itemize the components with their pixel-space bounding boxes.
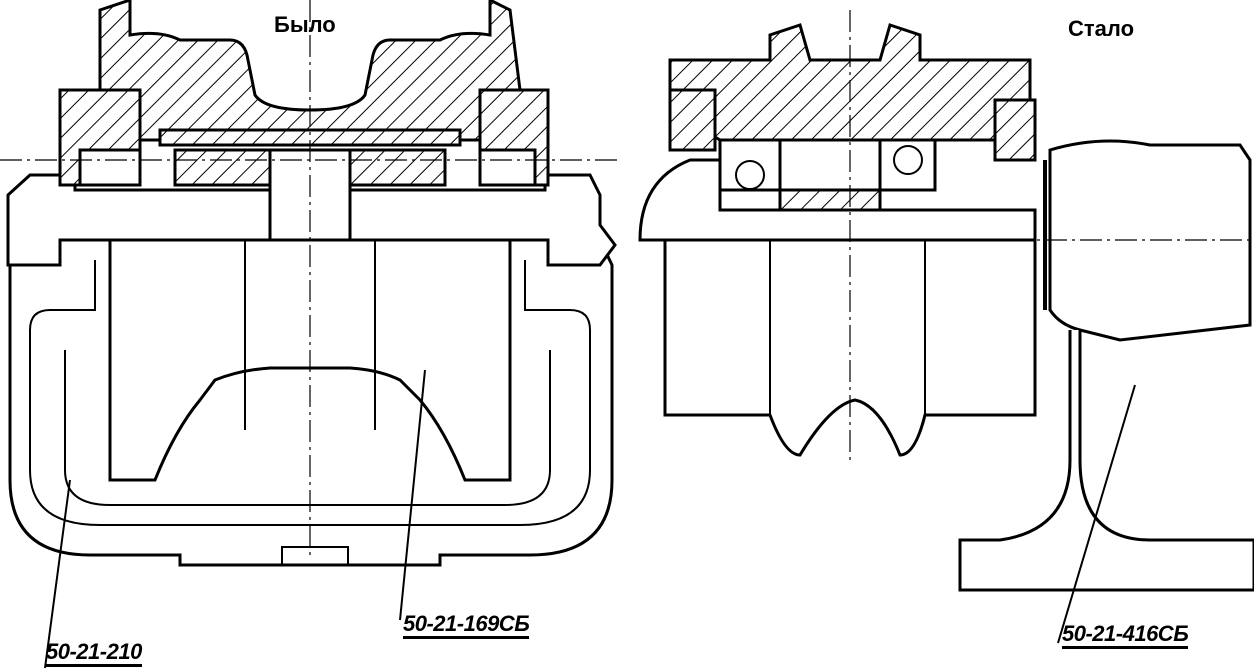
new-shaft <box>638 158 1037 242</box>
title-before: Было <box>274 12 336 37</box>
title-after: Стало <box>1068 16 1135 41</box>
new-assembly <box>638 10 1254 644</box>
new-roller-body <box>663 238 1037 457</box>
part-label-roller-new: 50-21-416СБ <box>1062 622 1189 649</box>
old-assembly <box>0 0 620 669</box>
part-label-roller-old: 50-21-169СБ <box>403 612 530 639</box>
old-roller-rim <box>98 0 522 142</box>
part-label-bracket-old: 50-21-210 <box>46 640 142 667</box>
